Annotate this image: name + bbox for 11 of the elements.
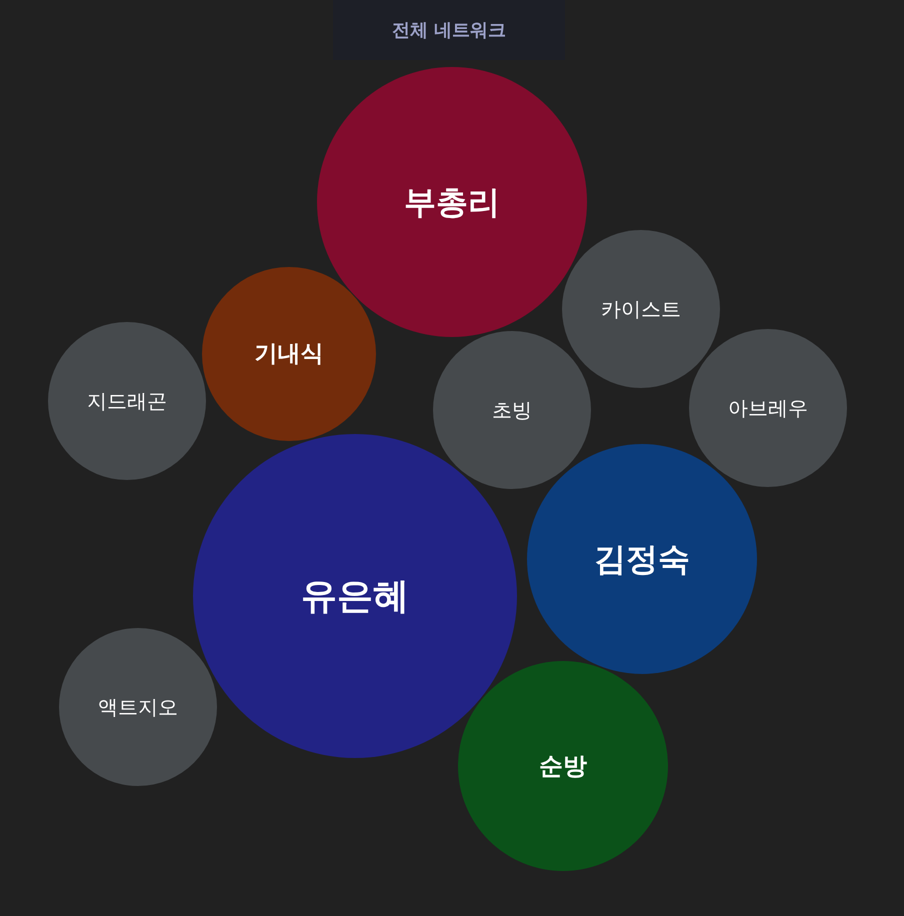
bubble-label: 아브레우 <box>728 396 808 420</box>
bubble-label: 지드래곤 <box>87 388 167 414</box>
bubble-label: 유은혜 <box>301 574 409 618</box>
bubble-label: 카이스트 <box>601 296 681 322</box>
bubble-label: 초빙 <box>492 398 532 422</box>
bubble-label: 김정숙 <box>594 539 690 579</box>
title: 전체 네트워크 <box>392 18 506 42</box>
bubble-label: 기내식 <box>254 340 324 368</box>
bubble-label: 액트지오 <box>98 694 178 720</box>
bubble-label: 순방 <box>539 751 587 781</box>
bubble-label: 부총리 <box>404 182 500 222</box>
